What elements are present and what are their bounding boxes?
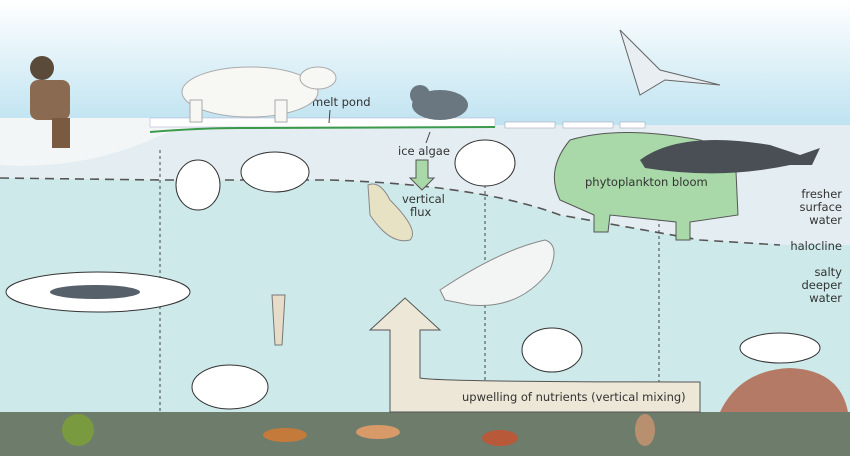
copepod-inset xyxy=(175,159,221,211)
crab xyxy=(482,430,518,446)
seal-on-ice xyxy=(410,85,468,120)
clam xyxy=(635,414,655,446)
ice-amphipod-inset xyxy=(454,139,516,187)
halocline-line xyxy=(0,177,781,246)
arctic-cod xyxy=(50,285,140,299)
hunter-figure xyxy=(30,56,70,148)
fresher-label-1: fresher xyxy=(801,187,842,201)
ice-floe xyxy=(619,121,646,129)
ice-floe xyxy=(504,121,556,129)
vertical-flux-label-2: flux xyxy=(410,205,432,219)
sculpin xyxy=(263,428,307,442)
beluga-whale xyxy=(439,239,555,307)
phytoplankton-bloom-label: phytoplankton bloom xyxy=(585,175,708,189)
salty-label-1: salty xyxy=(814,265,842,279)
bowhead-whale xyxy=(640,140,820,174)
halocline-label: halocline xyxy=(790,239,842,253)
melt-pond-label: melt pond xyxy=(312,95,371,109)
amphipod-inset xyxy=(240,151,310,193)
ice-algae-layer xyxy=(149,126,496,133)
ringed-seal xyxy=(367,183,413,242)
seaweed xyxy=(62,414,94,446)
vertical-flux-arrow xyxy=(408,159,436,191)
walrus xyxy=(720,368,848,412)
seagull xyxy=(619,29,721,96)
salty-deeper-water xyxy=(0,178,850,415)
upwelling-label: upwelling of nutrients (vertical mixing) xyxy=(462,390,686,404)
ice-algae-pointer xyxy=(425,131,431,144)
fresher-label-3: water xyxy=(809,213,842,227)
ice-algae-label: ice algae xyxy=(398,144,450,158)
squid xyxy=(271,294,286,346)
polar-bear xyxy=(181,66,337,123)
upwelling-arrow xyxy=(368,297,701,413)
shrimp-inset xyxy=(739,332,821,364)
snow-ice-shelf xyxy=(0,118,490,166)
melt-pond-pointer xyxy=(328,109,331,124)
salty-label-3: water xyxy=(809,291,842,305)
fresher-label-2: surface xyxy=(799,200,842,214)
seabed xyxy=(0,412,850,456)
ice-floe xyxy=(562,121,614,129)
krill-inset xyxy=(521,327,583,373)
benthic-shrimp-inset xyxy=(191,364,269,410)
salty-label-2: deeper xyxy=(801,278,842,292)
flatfish xyxy=(356,425,400,439)
vertical-flux-label-1: vertical xyxy=(402,192,445,206)
